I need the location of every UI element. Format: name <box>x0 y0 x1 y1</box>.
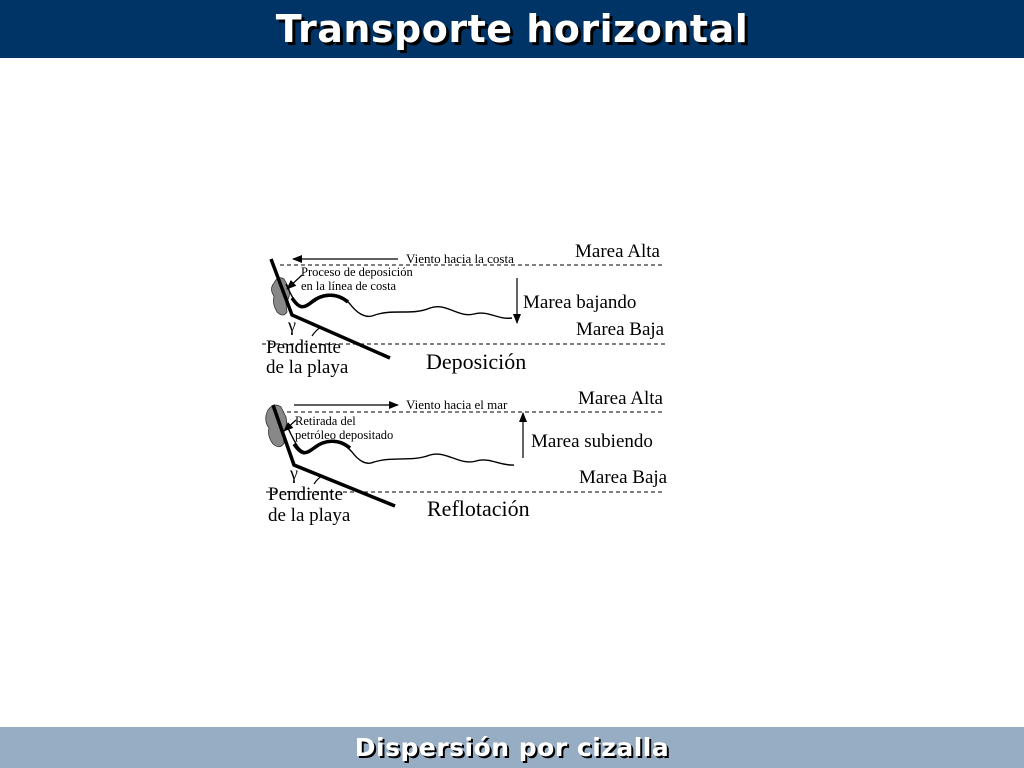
high-tide-label: Marea Alta <box>575 241 661 262</box>
process-label-line1: Retirada del <box>295 414 356 428</box>
slope-label-line2: de la playa <box>266 357 349 378</box>
low-tide-label: Marea Baja <box>576 319 665 340</box>
oil-blob <box>271 277 290 316</box>
process-arrow <box>283 419 297 432</box>
beach-slope <box>269 258 391 360</box>
beach-slope <box>271 404 396 508</box>
slope-label-line1: Pendiente <box>268 484 343 505</box>
wind-label: Viento hacia la costa <box>406 251 514 266</box>
process-arrow <box>286 274 303 290</box>
oil-blob <box>265 404 287 448</box>
process-label-line1: Proceso de deposición <box>301 265 414 279</box>
high-tide-label: Marea Alta <box>578 388 664 409</box>
tide-movement-label: Marea bajando <box>523 292 636 313</box>
panel-deposition: Viento hacia la costa Proceso de deposic… <box>262 241 665 378</box>
angle-arc <box>311 326 322 337</box>
slide-title: Transporte horizontal <box>275 7 749 51</box>
process-label-line2: petróleo depositado <box>295 428 393 442</box>
slope-label-line2: de la playa <box>268 505 351 526</box>
footer-bar: Dispersión por cizalla <box>0 727 1024 768</box>
panel-caption: Deposición <box>426 349 526 374</box>
process-label-line2: en la línea de costa <box>301 279 397 293</box>
angle-symbol: γ <box>287 315 296 335</box>
footer-title: Dispersión por cizalla <box>354 733 670 762</box>
low-tide-label: Marea Baja <box>579 467 668 488</box>
oil-wave-thick <box>292 439 352 455</box>
angle-arc <box>313 474 324 485</box>
slope-label-line1: Pendiente <box>266 337 341 358</box>
angle-symbol: γ <box>289 463 298 483</box>
oil-wave-thick <box>290 293 350 309</box>
header-bar: Transporte horizontal <box>0 0 1024 58</box>
tide-movement-label: Marea subiendo <box>531 431 653 452</box>
panel-caption: Reflotación <box>427 496 530 521</box>
wind-label: Viento hacia el mar <box>406 397 508 412</box>
panel-refloating: Viento hacia el mar Retirada del petróle… <box>265 388 668 526</box>
